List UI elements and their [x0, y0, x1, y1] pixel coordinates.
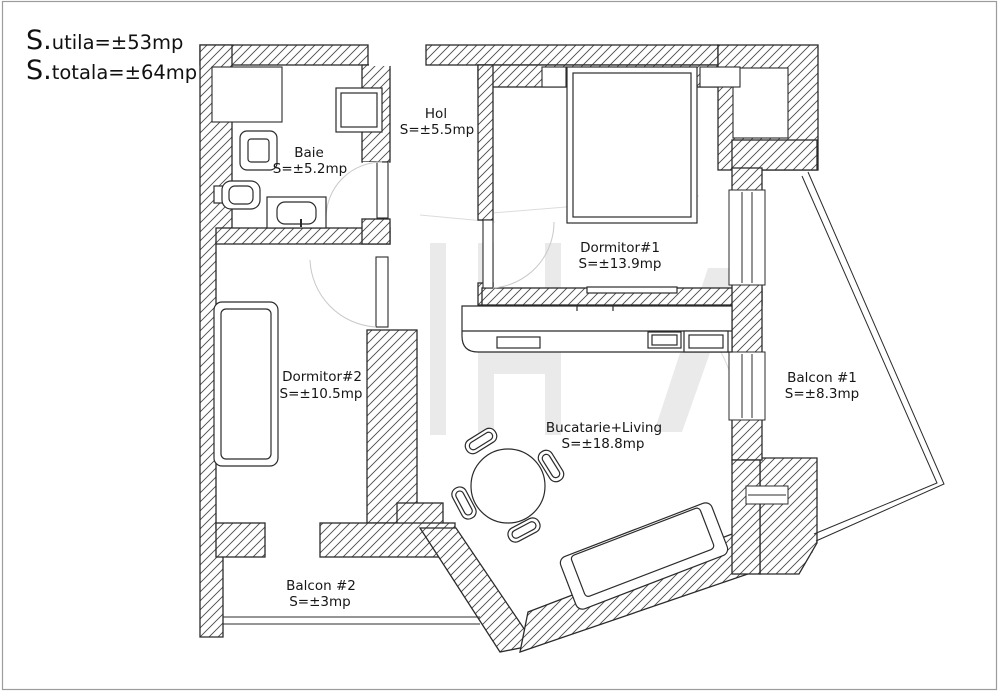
railing-balcon1-inner [801, 175, 938, 535]
room-area-dormitor1: S=±13.9mp [579, 256, 662, 272]
wall-right-3 [731, 417, 763, 461]
area-totala-text: totala=±64mp [51, 61, 198, 85]
wall-dormitor2-south-left [215, 522, 266, 558]
nightstand-right-icon [699, 66, 741, 88]
nightstand-left-icon [541, 66, 567, 88]
bed-dormitor1-icon [566, 66, 698, 224]
room-label-hol: Hol [425, 106, 447, 122]
room-label-bucatarie-living: Bucatarie+Living [546, 420, 662, 436]
vanity-sink-icon [266, 196, 327, 229]
room-label-balcon2: Balcon #2 [286, 578, 356, 594]
dining-table-icon [451, 427, 565, 543]
room-area-dormitor2: S=±10.5mp [280, 386, 363, 402]
wall-right-4 [731, 459, 761, 575]
toilet-icon [213, 180, 261, 210]
entry-door-opening [369, 44, 425, 66]
window-bucatarie [728, 351, 766, 421]
chair-icon [507, 517, 541, 543]
area-utila-prefix: S. [26, 25, 52, 56]
wall-top-right [425, 44, 719, 66]
wall-niche-ne [732, 67, 789, 139]
table-icon [470, 448, 546, 524]
room-label-baie: Baie [294, 145, 324, 161]
area-utila-text: utila=±53mp [51, 31, 184, 54]
door-dormitor2 [309, 256, 389, 328]
wall-hol-baie-bottom [361, 218, 391, 245]
window-dormitor1 [728, 189, 766, 286]
room-label-dormitor1: Dormitor#1 [580, 240, 660, 256]
wall-dormitor1-left [477, 64, 494, 221]
kitchen-counter-icon [461, 305, 733, 353]
room-label-dormitor2: Dormitor#2 [282, 369, 362, 385]
wall-dormitor2-right [366, 329, 418, 524]
wall-corner-se [759, 457, 818, 575]
area-totala-line: S.totala=±64mp [26, 56, 197, 86]
door-dormitor1 [482, 219, 555, 289]
chair-icon [537, 449, 565, 483]
bed-dormitor2-icon [213, 301, 279, 467]
kitchen-sink-icon [647, 331, 682, 349]
room-area-balcon1: S=±8.3mp [785, 386, 859, 402]
room-label-balcon1: Balcon #1 [787, 370, 857, 386]
room-area-balcon2: S=±3mp [289, 594, 351, 610]
area-summary: S.utila=±53mp S.totala=±64mp [26, 25, 197, 86]
chair-icon [451, 486, 477, 520]
room-area-bucatarie-living: S=±18.8mp [562, 436, 645, 452]
railing-balcon1-outer [807, 171, 945, 542]
wall-ledge [586, 286, 678, 294]
openings [211, 44, 789, 505]
wall-right-2 [731, 282, 763, 354]
washing-machine-icon [335, 87, 383, 133]
window-corner-se [745, 485, 789, 505]
sofa-icon [559, 502, 729, 610]
area-utila-line: S.utila=±53mp [26, 25, 197, 56]
room-labels: Baie S=±5.2mp Hol S=±5.5mp Dormitor#1 S=… [273, 106, 859, 610]
room-area-baie: S=±5.2mp [273, 161, 347, 177]
wall-right-link [731, 139, 818, 171]
area-totala-prefix: S. [26, 55, 52, 87]
bathroom-sink-icon [239, 130, 278, 171]
furniture [213, 66, 733, 610]
stove-icon [683, 330, 729, 353]
wall-right-1 [731, 167, 763, 193]
shower-icon [211, 66, 283, 123]
chair-icon [464, 427, 498, 455]
room-area-hol: S=±5.5mp [400, 122, 474, 138]
door-baie [325, 161, 389, 219]
wall-diagonal-balcon2 [418, 527, 537, 653]
railings [223, 171, 945, 625]
